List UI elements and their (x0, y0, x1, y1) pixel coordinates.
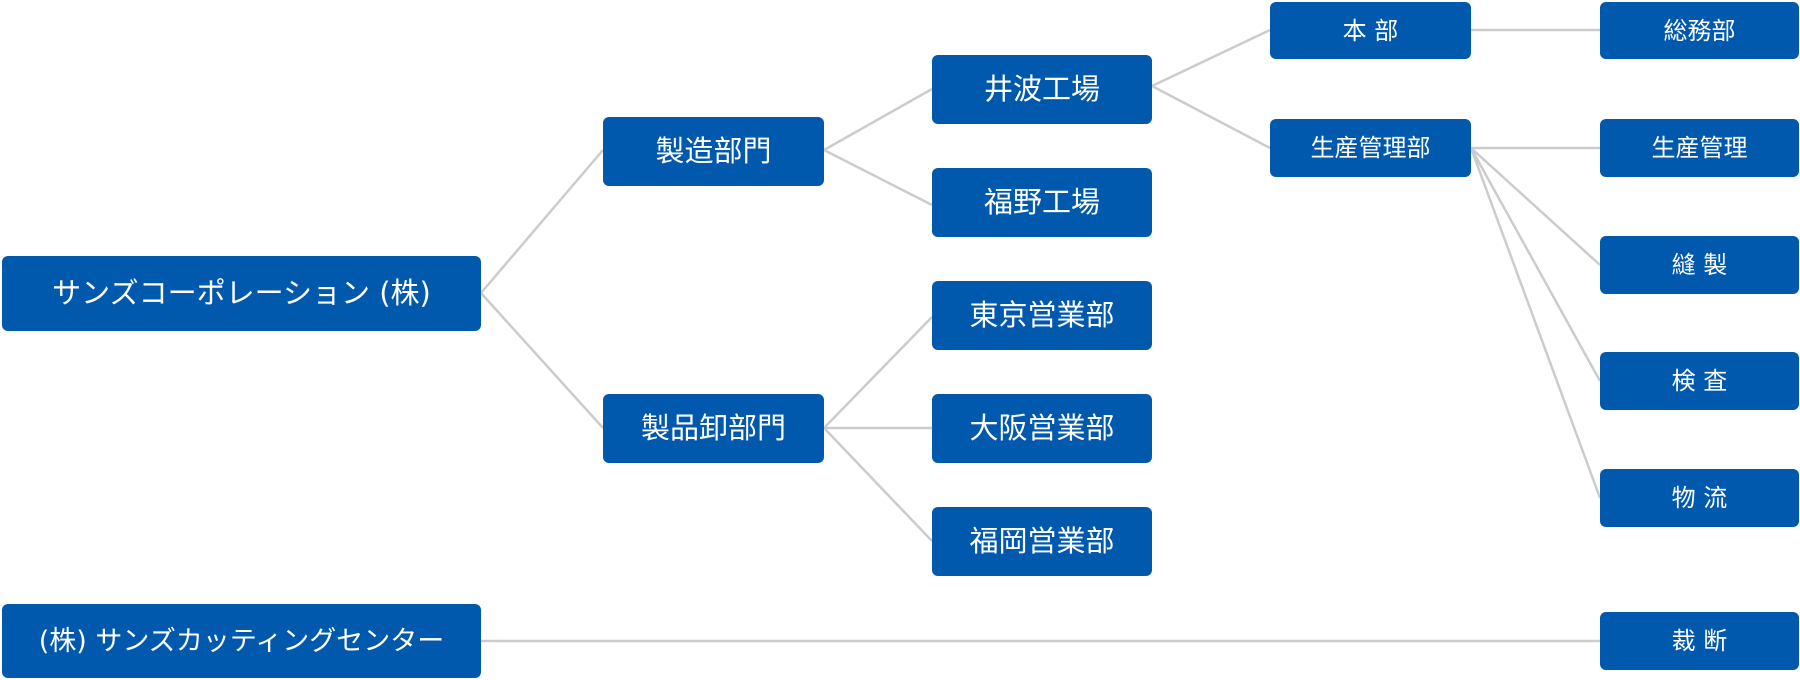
node-butsuryu[interactable]: 物 流 (1600, 469, 1799, 527)
node-hosei[interactable]: 縫 製 (1600, 236, 1799, 294)
connector-kanribu-to-hosei (1470, 147, 1601, 266)
connector-seizo-to-fukuno (823, 148, 933, 207)
node-seizo-bumon[interactable]: 製造部門 (603, 117, 824, 186)
connector-seihin-to-fukuoka (823, 427, 933, 542)
node-osaka-eigyobu[interactable]: 大阪営業部 (932, 394, 1152, 463)
node-seisan-kanri[interactable]: 生産管理 (1600, 119, 1799, 177)
node-sans-cutting-center[interactable]: (株) サンズカッティングセンター (2, 604, 481, 678)
connector-inami-to-honbu (1151, 28, 1271, 88)
node-seihin-oroshi-bumon[interactable]: 製品卸部門 (603, 394, 824, 463)
node-sans-corporation[interactable]: サンズコーポレーション (株) (2, 256, 481, 331)
node-fukuno-kojo[interactable]: 福野工場 (932, 168, 1152, 237)
node-saidan[interactable]: 裁 断 (1600, 612, 1799, 670)
connector-kanribu-to-butsuryu (1469, 147, 1602, 499)
connector-inami-to-seisan-kanribu (1151, 84, 1271, 150)
node-inami-kojo[interactable]: 井波工場 (932, 55, 1152, 124)
node-fukuoka-eigyobu[interactable]: 福岡営業部 (932, 507, 1152, 576)
connector-seihin-to-tokyo (823, 316, 933, 429)
node-seisan-kanribu[interactable]: 生産管理部 (1270, 119, 1471, 177)
node-somubu[interactable]: 総務部 (1600, 2, 1799, 59)
node-kensa[interactable]: 検 査 (1600, 352, 1799, 410)
connector-seizo-to-inami (823, 87, 933, 152)
connector-kanribu-to-kensa (1469, 147, 1602, 382)
node-tokyo-eigyobu[interactable]: 東京営業部 (932, 281, 1152, 350)
connector-root-to-seihin (480, 292, 604, 429)
connector-root-to-seizo (480, 149, 604, 294)
node-honbu[interactable]: 本 部 (1270, 2, 1471, 59)
